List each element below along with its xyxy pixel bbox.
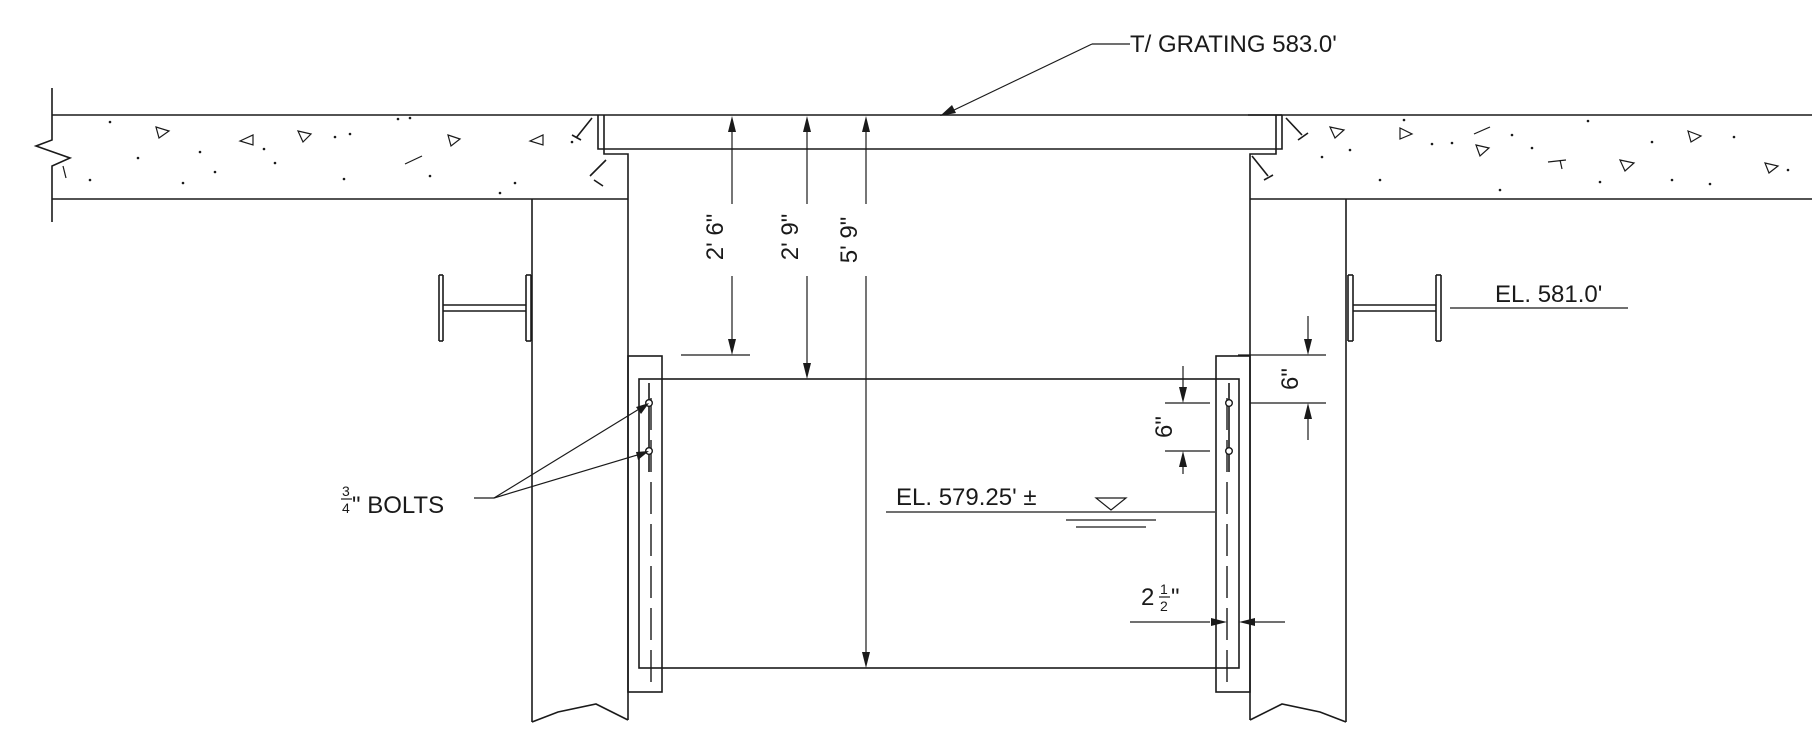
right-i-beam: [1347, 274, 1442, 342]
bolt: [1224, 447, 1233, 456]
bolt: [1224, 399, 1233, 408]
insert-panel: [627, 355, 1251, 693]
grating-callout: T/ GRATING 583.0': [940, 31, 1337, 116]
half-whole: 2: [1141, 584, 1154, 611]
half-num: 1: [1160, 581, 1168, 597]
dimension-5ft-9in: 5' 9": [836, 116, 870, 668]
dimension-2ft-9in: 2' 9": [777, 116, 811, 379]
water-level-symbol: [1094, 497, 1128, 511]
bolts-num: 3: [342, 483, 350, 499]
water-level-callout: EL. 579.25' ±: [886, 484, 1215, 528]
half-mark: ": [1171, 584, 1180, 611]
dimension-label: 5' 9": [836, 217, 863, 263]
grating-label: T/ GRATING 583.0': [1130, 31, 1337, 58]
bolts: [645, 383, 1233, 472]
left-i-beam: [438, 274, 532, 342]
anchor-studs: [571, 117, 1309, 187]
dimension-label: 2' 6": [702, 214, 729, 260]
break-line: [33, 88, 73, 222]
beam-elevation-label: EL. 581.0': [1495, 281, 1602, 308]
dimension-bolt-spacing: 6": [1151, 366, 1210, 474]
beam-elevation-callout: EL. 581.0': [1450, 281, 1628, 309]
dimension-2ft-6in: 2' 6": [681, 116, 750, 356]
water-level-label: EL. 579.25' ±: [896, 484, 1037, 511]
dimension-label: 2' 9": [777, 214, 804, 260]
dimension-top-offset: 6": [1238, 316, 1326, 440]
dimension-label: 6": [1277, 368, 1304, 390]
concrete-aggregate: [62, 116, 1790, 195]
concrete-slab: [33, 88, 1812, 222]
grating: [597, 114, 1283, 199]
bolts-label: " BOLTS: [352, 492, 444, 519]
dimension-label: 6": [1151, 416, 1178, 438]
half-den: 2: [1160, 598, 1168, 614]
dimension-2-half-in: 2 1 2 ": [1130, 581, 1285, 626]
bolts-den: 4: [342, 500, 350, 516]
right-wall: [1249, 199, 1347, 723]
left-wall: [531, 199, 629, 723]
bolts-callout: 3 4 " BOLTS: [341, 403, 649, 519]
